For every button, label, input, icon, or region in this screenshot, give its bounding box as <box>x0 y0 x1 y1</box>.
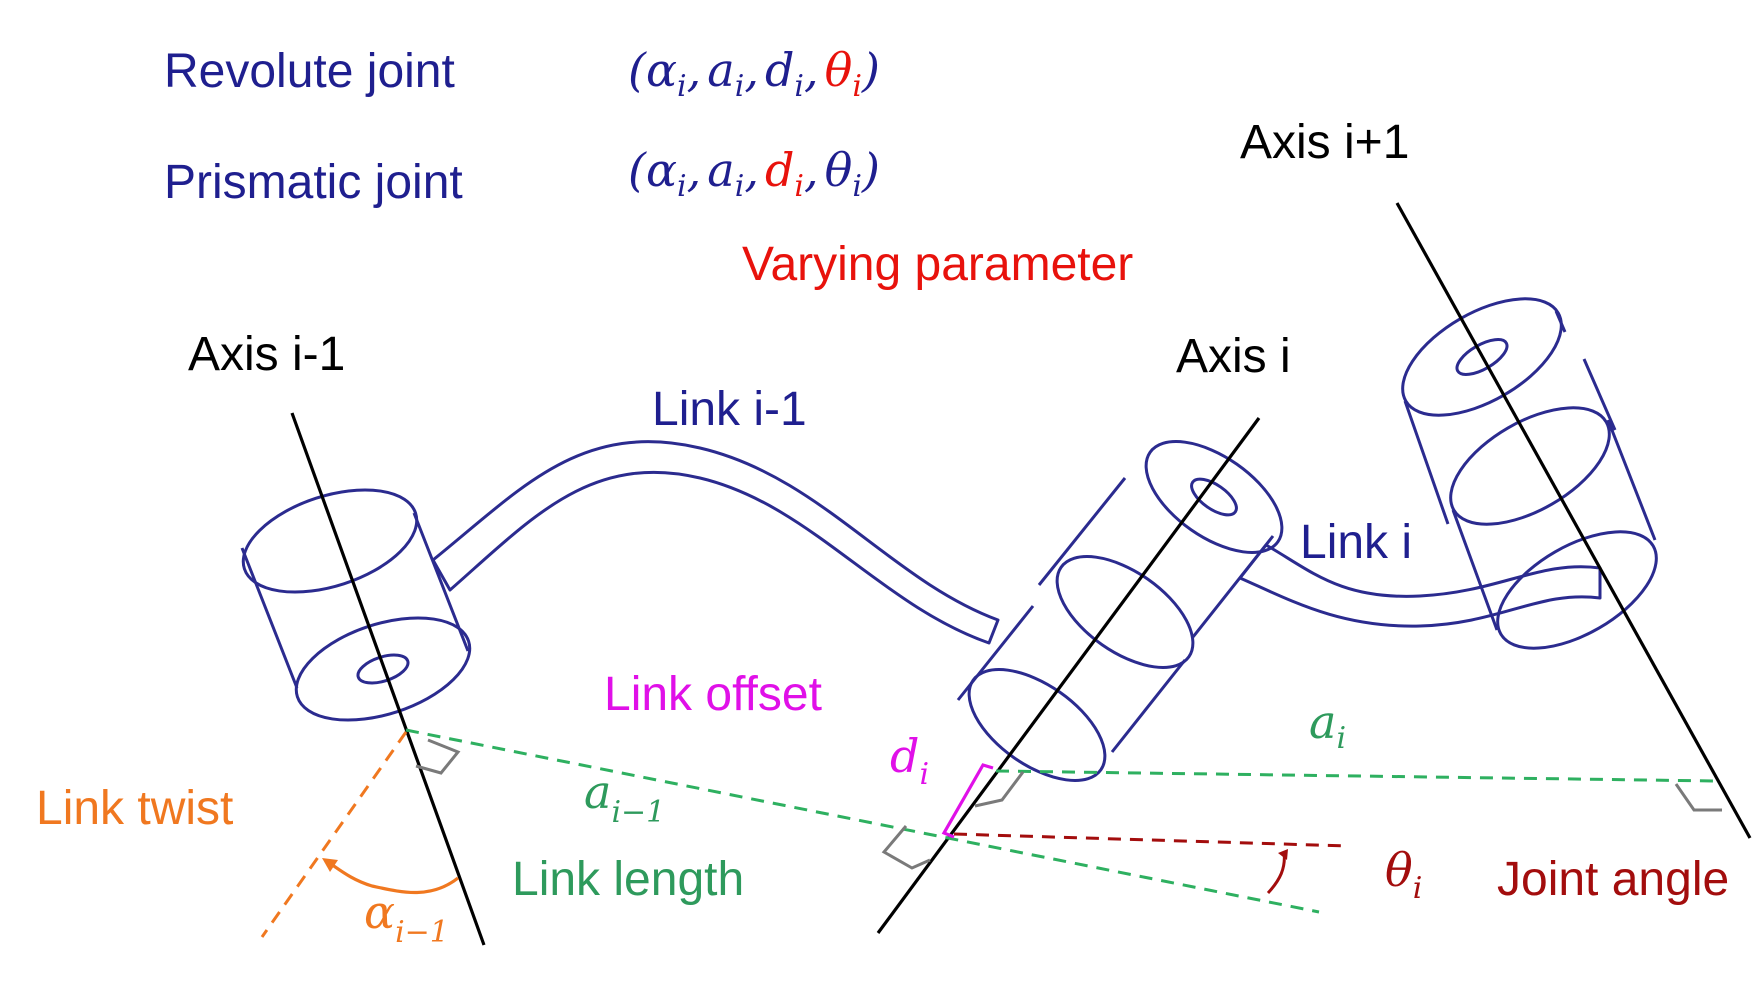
link-twist-label: Link twist <box>36 782 233 835</box>
joint-next-cylinder <box>1401 297 1658 650</box>
link-twist-arrowhead <box>322 858 338 872</box>
axis-prev-line <box>290 412 486 946</box>
common-normal-current <box>995 769 1718 783</box>
theta-i-symbol: θi <box>1385 843 1422 906</box>
axis-current-label: Axis i <box>1176 330 1291 383</box>
link-offset-label: Link offset <box>604 668 822 721</box>
d-i-symbol: di <box>890 729 929 792</box>
revolute-param-tuple: (αi,ai,di,θi) <box>628 43 880 104</box>
link-prev-body <box>431 440 1000 645</box>
link-twist-arc <box>327 860 459 895</box>
axis-prev-label: Axis i-1 <box>188 328 345 381</box>
axis-current-line <box>876 417 1261 934</box>
prismatic-joint-label: Prismatic joint <box>164 156 463 209</box>
right-angle-marker-1 <box>415 738 461 775</box>
a-i-symbol: ai <box>1309 695 1346 756</box>
right-angle-marker-3 <box>881 825 931 870</box>
right-angle-marker-4 <box>1674 783 1722 812</box>
axis-next-label: Axis i+1 <box>1240 116 1409 169</box>
axis-next-line <box>1395 202 1752 839</box>
link-prev-label: Link i-1 <box>652 383 807 436</box>
joint-angle-label: Joint angle <box>1497 853 1729 906</box>
link-length-label: Link length <box>512 853 744 906</box>
link-current-body <box>1238 543 1602 628</box>
revolute-joint-label: Revolute joint <box>164 45 455 98</box>
joint-prev-cylinder <box>240 488 472 722</box>
alpha-i-minus-1-symbol: αi−1 <box>364 885 449 950</box>
prismatic-param-tuple: (αi,ai,di,θi) <box>628 143 880 204</box>
joint-current-cylinder <box>956 440 1284 782</box>
joint-angle-arc <box>1266 851 1286 895</box>
right-angle-marker-2 <box>974 771 1025 808</box>
joint-angle-reference <box>953 832 1349 848</box>
link-offset-bracket <box>941 763 994 839</box>
varying-parameter-label: Varying parameter <box>742 238 1133 291</box>
joint-angle-arrowhead <box>1278 849 1288 860</box>
a-i-minus-1-symbol: ai−1 <box>584 765 665 830</box>
common-normal-prev <box>405 728 1320 914</box>
link-twist-projected-axis <box>260 731 408 938</box>
link-current-label: Link i <box>1300 516 1412 569</box>
